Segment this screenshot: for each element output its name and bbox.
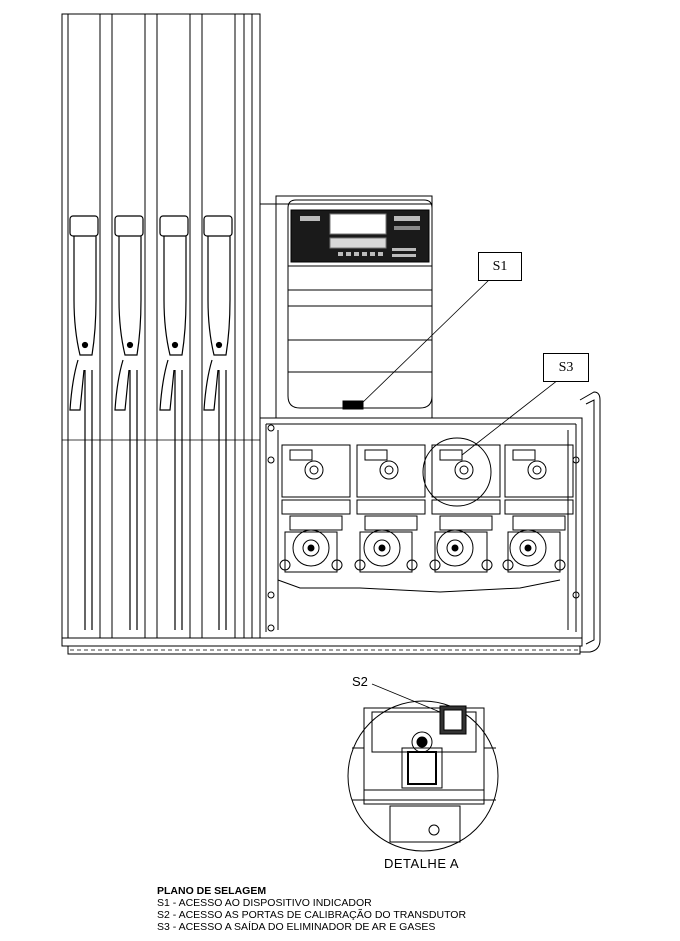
display-head <box>259 195 433 419</box>
meter-unit-1 <box>279 444 351 573</box>
legend-item-s2: S2 - ACESSO AS PORTAS DE CALIBRAÇÃO DO T… <box>157 909 467 921</box>
nozzle-1 <box>69 215 99 630</box>
nozzle-4 <box>203 215 233 630</box>
nozzles <box>69 215 233 630</box>
sealing-plan-legend: PLANO DE SELAGEM S1 - ACESSO AO DISPOSIT… <box>157 885 466 933</box>
nozzle-3 <box>159 215 189 630</box>
meter-unit-3 <box>422 437 501 573</box>
detail-a-view <box>347 700 499 852</box>
s3-leader <box>461 379 559 456</box>
meter-units <box>279 437 574 573</box>
legend-title: PLANO DE SELAGEM <box>157 885 267 897</box>
s2-leader <box>371 683 441 713</box>
legend-item-s1: S1 - ACESSO AO DISPOSITIVO INDICADOR <box>157 897 372 909</box>
nozzle-2 <box>114 215 144 630</box>
meter-unit-2 <box>354 444 426 573</box>
callout-s2: S2 <box>352 674 368 689</box>
s1-leader <box>359 278 491 406</box>
callout-s3: S3 <box>543 353 589 382</box>
legend-item-s3: S3 - ACESSO A SAÍDA DO ELIMINADOR DE AR … <box>157 921 436 933</box>
detail-caption: DETALHE A <box>384 856 460 871</box>
callout-s1: S1 <box>478 252 522 281</box>
meter-unit-4 <box>502 444 574 573</box>
hydraulic-cabinet <box>259 391 601 653</box>
base-rail <box>61 637 583 655</box>
